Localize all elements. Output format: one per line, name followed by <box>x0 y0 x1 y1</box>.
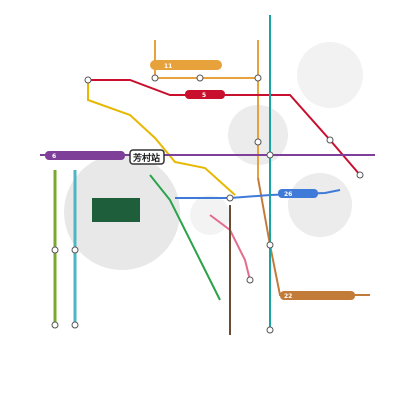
line-badge-l26: 26 <box>278 189 318 198</box>
metro-line-l11 <box>154 40 259 178</box>
line-badge-l22: 22 <box>280 291 355 300</box>
line-badge-l6-number: 6 <box>52 153 56 160</box>
line-badge-l26-number: 26 <box>284 191 292 198</box>
line-badge-l22-number: 22 <box>284 293 292 300</box>
metro-line-l5 <box>88 79 361 176</box>
watermark-large: 搜狐号@搜狐焦点韶关站 <box>220 380 374 397</box>
station-hub-fangcun: 芳村站 <box>129 149 165 165</box>
line-badge-l11: 11 <box>150 60 222 70</box>
district-bubble-hs-cbd <box>297 42 363 108</box>
line-badge-l5: 5 <box>185 90 225 99</box>
district-bubble-pz <box>288 173 352 237</box>
metro-line-green-mid <box>149 174 221 301</box>
metro-line-l1 <box>87 80 236 196</box>
line-badge-l5-number: 5 <box>202 92 206 99</box>
station-hub-label: 芳村站 <box>133 152 160 164</box>
watermark-small: 搜狐号@搜狐焦点韶关站 <box>292 352 380 362</box>
line-badge-l6: 6 <box>45 151 125 160</box>
line-badge-l11-number: 11 <box>164 63 172 70</box>
project-badge <box>92 198 140 222</box>
station-markers <box>51 74 364 334</box>
metro-line-pink <box>209 214 251 281</box>
